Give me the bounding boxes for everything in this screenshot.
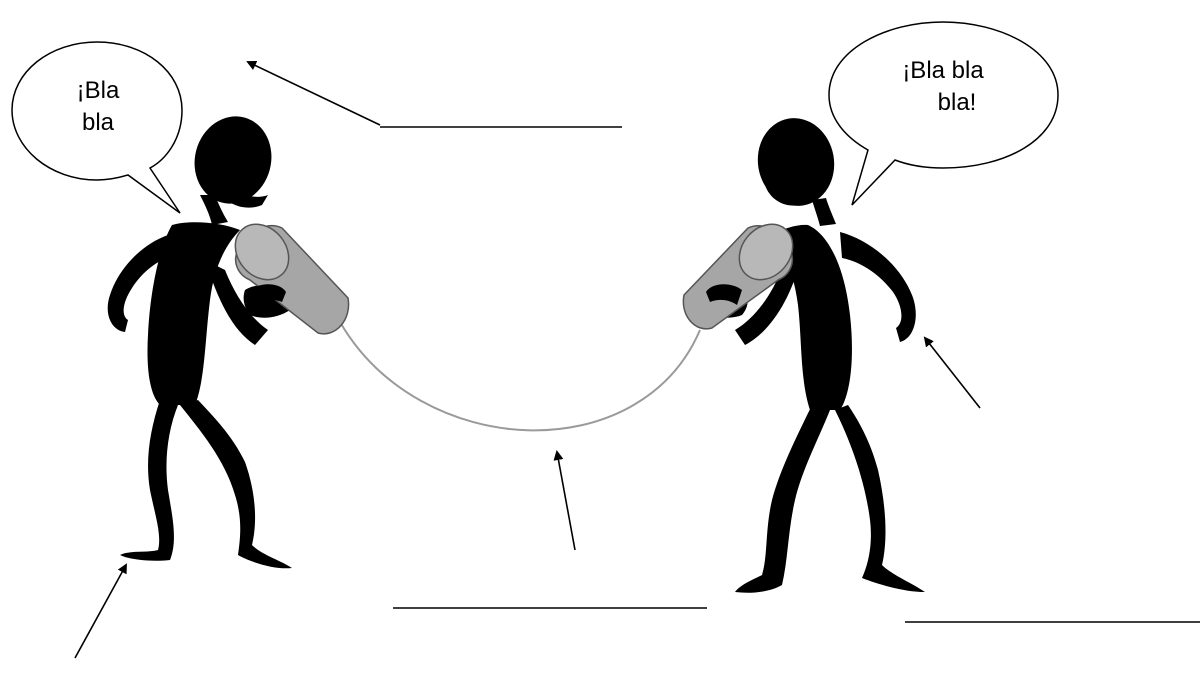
left-bubble-line-2: bla	[82, 109, 115, 136]
left-figure-right-leg	[180, 400, 292, 568]
right-figure-neck	[812, 198, 836, 226]
arrow-to-arm	[925, 338, 980, 408]
left-figure-left-leg	[120, 400, 178, 561]
string-line	[340, 322, 700, 430]
left-bubble-line-1: ¡Bla	[77, 77, 120, 104]
arrow-to-string	[557, 452, 575, 550]
right-bubble-line-1: ¡Bla bla	[902, 57, 984, 84]
right-figure-right-leg	[835, 405, 925, 592]
right-stick-figure	[702, 112, 925, 593]
left-speech-bubble: ¡Bla bla	[12, 42, 182, 213]
right-figure-far-arm	[840, 232, 916, 342]
right-speech-bubble: ¡Bla bla bla!	[829, 22, 1058, 205]
arrow-to-foot	[75, 565, 126, 658]
arrow-to-head	[248, 62, 380, 125]
right-figure-left-leg	[735, 405, 830, 593]
right-bubble-line-2: bla!	[938, 89, 977, 116]
